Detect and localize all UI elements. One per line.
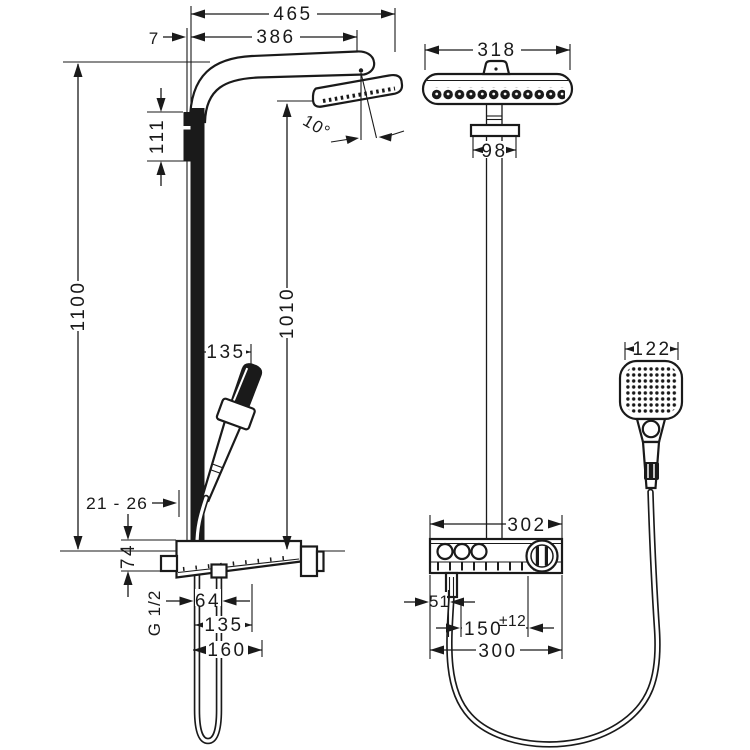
dim-connection-tolerance-label: ±12 <box>499 613 526 630</box>
dim-lower-width-outer-label: 160 <box>207 640 246 661</box>
dim-handshower-width-label: 122 <box>632 339 671 360</box>
select-button-1 <box>436 542 454 561</box>
nozzle-row-side <box>322 86 396 103</box>
shower-pipe-side <box>190 108 205 556</box>
dim-outlet-spacing-label: 64 <box>195 591 221 612</box>
dim-lower-width-inner-label: 135 <box>204 615 243 636</box>
shower-arm <box>188 50 376 124</box>
nozzle-row-front <box>431 87 565 100</box>
dim-wall-gap-label: 7 <box>149 29 159 48</box>
dim-overall-width-label: 465 <box>273 4 312 25</box>
dimensions: 465 386 7 111 1100 1010 10° <box>68 4 679 662</box>
select-button-2 <box>453 542 471 561</box>
dim-valve-depth-label: 74 <box>118 543 139 569</box>
hand-shower-holder <box>215 397 256 431</box>
outlet-stub-side <box>210 563 228 579</box>
dim-valve-width-lower-label: 300 <box>478 641 517 662</box>
hand-shower-front <box>618 359 684 490</box>
pivot-dot <box>358 68 364 73</box>
dim-bracket-width-label: 98 <box>481 141 507 162</box>
hand-shower-joint-ring <box>641 419 661 439</box>
select-button-3 <box>470 542 488 561</box>
dim-head-width-label: 318 <box>477 40 516 61</box>
dim-total-height-label: 1100 <box>68 281 89 332</box>
dim-bracket-height-label: 111 <box>147 118 168 154</box>
front-view <box>421 59 684 748</box>
dim-inlet-thread-label: G 1/2 <box>145 590 164 637</box>
dim-head-angle-label: 10° <box>300 111 334 142</box>
dim-valve-width-upper-label: 302 <box>507 515 546 536</box>
hose-nut <box>644 462 659 480</box>
dim-wall-distance-label: 21 - 26 <box>86 494 148 513</box>
dim-arm-projection-label: 386 <box>256 27 295 48</box>
wall-bracket-notch <box>183 126 197 130</box>
inlet-stub-side <box>159 554 179 573</box>
dim-spray-height-label: 1010 <box>277 287 298 339</box>
wall-bracket-front <box>469 123 521 138</box>
dim-connection-centers-label: 150 <box>464 619 503 640</box>
angle-detail <box>330 72 405 144</box>
outlet-stub-front <box>444 571 459 599</box>
side-view <box>159 50 405 745</box>
hand-shower-side <box>200 363 263 503</box>
dim-handshower-offset-label: 135 <box>206 342 245 363</box>
valve-side <box>175 539 303 579</box>
valve-knob-side <box>299 545 319 578</box>
dim-inlet-offset-label: 51 <box>429 592 450 611</box>
